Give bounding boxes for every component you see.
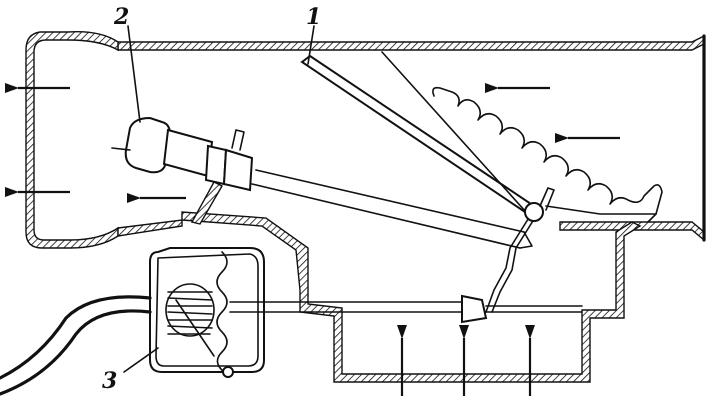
duct-housing [25,31,706,249]
return-spring [432,86,663,215]
shaft-top [255,169,525,233]
sensor-nut [204,144,228,186]
sensor-axis [111,147,131,151]
label-2: 2 [113,4,129,30]
sensor-shaft [111,116,533,249]
duct-top-wall [117,34,705,51]
actuator-spring-outline [165,283,215,337]
lower-chamber [181,211,642,383]
air-flap [300,51,555,222]
flap-plate [300,54,536,216]
flap-pivot [524,202,544,222]
leader-3 [123,347,159,373]
actuator-diagonal [175,299,215,357]
diaphragm-membrane [216,251,228,373]
sensor-mount [190,181,223,225]
diaphragm-actuator [149,247,265,378]
flow-arrows [4,83,620,396]
duct-left-bell [25,31,119,249]
actuator-rod [229,294,583,324]
sensor-body [162,128,214,178]
actuator-bottom-pin [222,366,234,378]
hose-outer [0,295,152,380]
rod-end-fitting [461,294,488,324]
sensor-bracket [222,148,254,192]
spring-hook [545,205,657,223]
actuator-housing [149,247,265,373]
sensor-bracket-tab [231,129,245,151]
actuator-inner-wall [155,253,259,367]
shaft-bottom [251,183,521,249]
linkage-lever [485,215,531,313]
label-3: 3 [102,368,117,394]
shaft-end [519,231,533,249]
lower-chamber-wall [181,211,642,383]
vacuum-hose [0,295,152,396]
flap-stop [539,187,555,211]
linkage-lever-2 [491,215,537,313]
hose-inner [0,309,152,396]
leader-1 [307,25,315,65]
flap-guide-line [381,51,527,213]
label-1: 1 [306,4,321,30]
callouts: 1 2 3 [102,4,321,394]
duct-bottom-wall [117,219,183,237]
leader-2 [127,25,141,123]
